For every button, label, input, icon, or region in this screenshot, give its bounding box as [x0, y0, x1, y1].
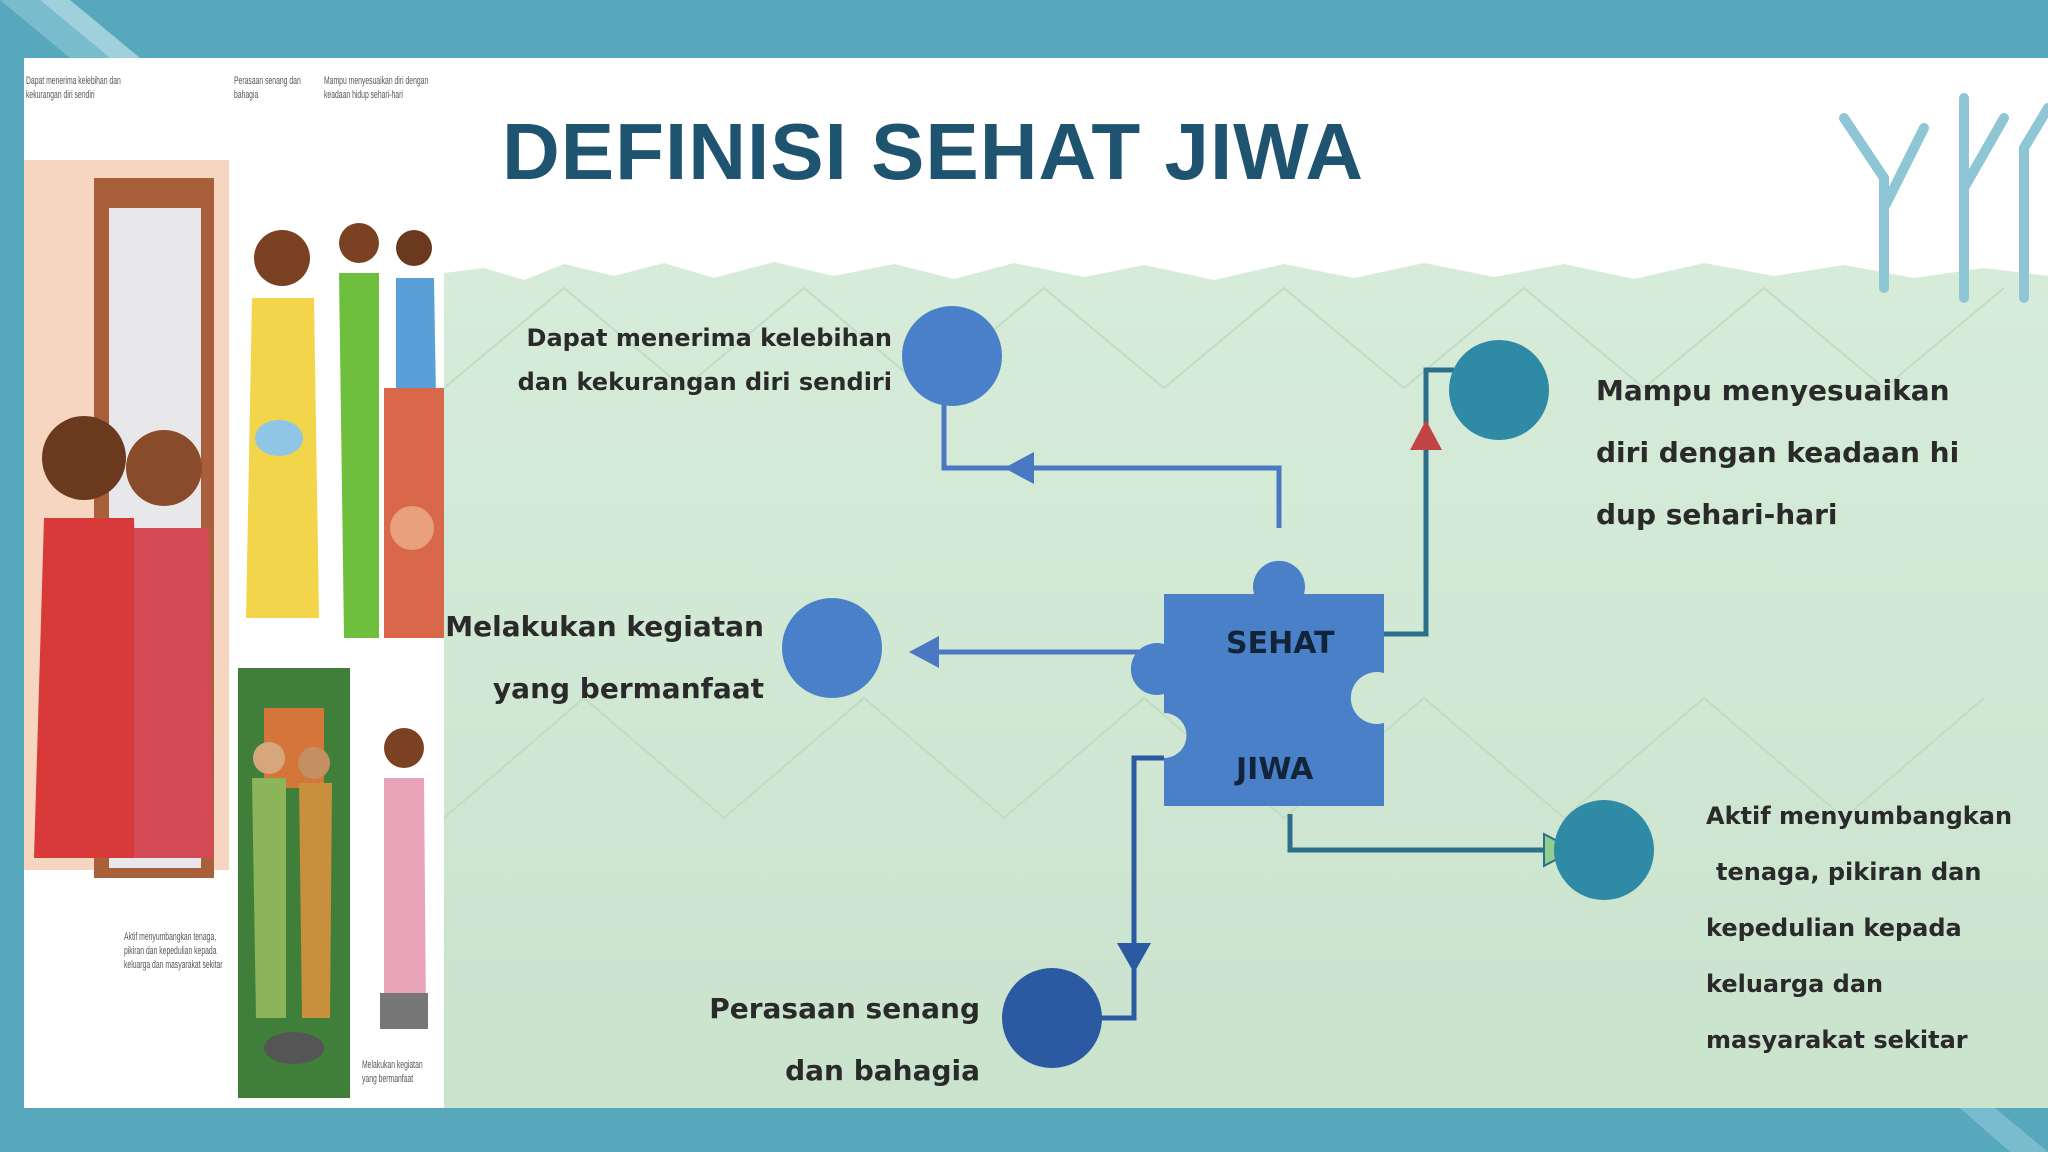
diagram-graphics [444, 93, 2048, 1108]
node-text-line: keluarga dan [1706, 970, 1884, 998]
node-circle-middle-left [782, 598, 882, 698]
diagram-area: DEFINISI SEHAT JIWA SEHAT JIWA Dapat men… [444, 58, 2048, 1108]
node-label-bottom-left: Perasaan senang dan bahagia [544, 978, 980, 1102]
node-text-line: tenaga, pikiran dan [1716, 858, 1982, 886]
frame-stripe-bottom-right [1960, 1108, 2048, 1152]
node-text-line: Perasaan senang [709, 992, 980, 1025]
cartoon-caption: Mampu menyesuaikan diri dengan keadaan h… [324, 75, 429, 101]
frame-stripe-top-left [0, 0, 110, 58]
slide-title: DEFINISI SEHAT JIWA [502, 107, 1365, 196]
node-label-bottom-right: Aktif menyumbangkan tenaga, pikiran dan … [1706, 788, 2036, 1068]
cartoon-caption: Aktif menyumbangkan tenaga, pikiran dan … [124, 931, 223, 971]
arrowhead-middle-left [909, 636, 939, 668]
cartoon-panel-neighbors [238, 668, 350, 1098]
center-puzzle-piece [1130, 560, 1384, 806]
slide-panel: Dapat menerima kelebihan dan kekurangan … [24, 58, 2048, 1108]
node-circle-top-left [902, 306, 1002, 406]
connector-top-left [941, 388, 1282, 528]
arrowhead-top-right [1410, 420, 1442, 450]
connectors [914, 367, 1564, 1021]
node-text-line: Aktif menyumbangkan [1706, 802, 2013, 830]
tree-decoration [1839, 93, 2048, 303]
node-circle-bottom-right [1554, 800, 1654, 900]
node-text-line: Mampu menyesuaikan [1596, 374, 1950, 407]
node-text-line: dup sehari-hari [1596, 498, 1838, 531]
node-circle-bottom-left [1002, 968, 1102, 1068]
node-circle-top-right [1449, 340, 1549, 440]
node-text-line: diri dengan keadaan hi [1596, 436, 1960, 469]
node-text-line: Dapat menerima kelebihan [526, 324, 892, 352]
cartoon-panel-cooking [362, 668, 444, 1098]
node-text-line: Melakukan kegiatan [445, 610, 764, 643]
cartoon-caption: Perasaan senang dan bahagia [234, 75, 301, 101]
arrowhead-bottom-left [1117, 943, 1151, 973]
center-label-line1: SEHAT [1226, 626, 1335, 661]
node-text-line: kepedulian kepada [1706, 914, 1962, 942]
cartoon-strip: Dapat menerima kelebihan dan kekurangan … [24, 58, 444, 1108]
node-label-top-right: Mampu menyesuaikan diri dengan keadaan h… [1596, 360, 2036, 546]
node-text-line: yang bermanfaat [492, 672, 764, 705]
cartoon-panel-mother [234, 160, 329, 640]
cartoon-caption: Dapat menerima kelebihan dan kekurangan … [26, 75, 121, 101]
center-label-line2: JIWA [1236, 752, 1314, 787]
node-text-line: dan kekurangan diri sendiri [517, 368, 892, 396]
cartoon-panel-mirror [24, 160, 229, 878]
node-text-line: dan bahagia [785, 1054, 980, 1087]
node-text-line: masyarakat sekitar [1706, 1026, 1968, 1054]
node-label-middle-left: Melakukan kegiatan yang bermanfaat [444, 596, 764, 720]
frame-stripe-top-left-2 [40, 0, 140, 58]
connector-bottom-left [1094, 755, 1164, 1021]
arrowhead-top-left [1004, 452, 1034, 484]
cartoon-illustrations [24, 160, 444, 1098]
connector-bottom-right [1287, 814, 1564, 853]
cartoon-panel-family [332, 160, 444, 640]
cartoon-caption: Melakukan kegiatan yang bermanfaat [362, 1059, 423, 1085]
connector-top-right [1384, 367, 1454, 637]
node-label-top-left: Dapat menerima kelebihan dan kekurangan … [504, 316, 892, 404]
